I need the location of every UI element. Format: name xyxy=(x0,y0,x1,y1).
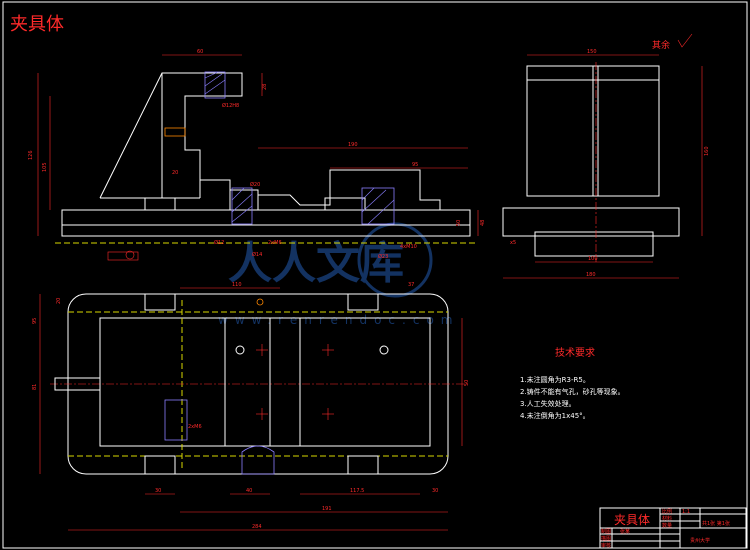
dim-front-105: 105 xyxy=(42,162,48,172)
dim-front-126: 126 xyxy=(28,150,34,160)
tech-item-3: 3.人工失效处理。 xyxy=(520,399,576,408)
front-base-plate xyxy=(61,209,471,237)
dim-front-28: 28 xyxy=(262,84,268,90)
side-view: 150 180 100 160 x5 xyxy=(502,49,710,279)
title-block-drawn-by: 张某 xyxy=(620,528,630,535)
title-block-qty-label: 数量 xyxy=(662,522,672,529)
technical-requirements: 技术要求 1.未注圆角为R3-R5。 2.铸件不能有气孔，砂孔等现象。 3.人工… xyxy=(520,346,625,420)
dim-side-160: 160 xyxy=(704,146,710,156)
watermark: 人人文库 www.renrendoc.com xyxy=(218,222,459,327)
dim-side-100: 100 xyxy=(588,256,598,262)
dim-front-phi12: Ø12 xyxy=(214,239,224,246)
tech-item-4: 4.未注倒角为1x45°。 xyxy=(520,411,590,420)
dim-top-110: 110 xyxy=(232,282,242,288)
dim-front-2m6: 2xM6 xyxy=(268,240,282,246)
dim-top-30: 30 xyxy=(155,488,161,494)
front-section-right xyxy=(361,187,395,225)
title-block-sheet: 共1张 第1张 xyxy=(702,520,730,527)
dim-top-50: 50 xyxy=(464,380,470,386)
dim-side-x5: x5 xyxy=(510,240,516,246)
dim-front-190: 190 xyxy=(348,142,358,148)
tech-heading: 技术要求 xyxy=(555,346,595,359)
dim-front-95: 95 xyxy=(412,162,418,168)
dim-top-95: 95 xyxy=(32,318,38,324)
front-section-top xyxy=(204,71,226,99)
dim-top-40: 40 xyxy=(246,488,252,494)
title-block-drawn-label: 制图 xyxy=(601,528,611,535)
tech-item-2: 2.铸件不能有气孔，砂孔等现象。 xyxy=(520,387,625,396)
dim-top-117-5: 117.5 xyxy=(350,488,364,494)
front-column xyxy=(99,72,243,199)
title-block-school: 贵州大学 xyxy=(690,537,710,544)
dim-front-48: 48 xyxy=(480,220,486,226)
title-block-check-label: 描图 xyxy=(601,535,611,542)
watermark-url: www.renrendoc.com xyxy=(218,313,459,327)
surface-note-text: 其余 xyxy=(652,39,670,51)
dim-top-284: 284 xyxy=(252,524,262,530)
dim-top-20: 20 xyxy=(56,298,62,304)
dim-top-2m6: 2xM6 xyxy=(188,424,202,430)
title-block-name: 夹具体 xyxy=(614,513,650,527)
front-section-left xyxy=(231,187,253,225)
dim-front-50: 50 xyxy=(456,220,462,226)
dim-front-phi12h8: Ø12H8 xyxy=(222,102,239,109)
dim-side-180: 180 xyxy=(586,272,596,278)
watermark-circle xyxy=(357,222,433,298)
side-base xyxy=(502,207,680,237)
title-block-audit-label: 审核 xyxy=(601,542,611,549)
dim-front-4m10: 4xM10 xyxy=(400,244,417,250)
surface-finish-note: 其余 xyxy=(652,33,693,51)
dim-front-60: 60 xyxy=(197,49,203,55)
watermark-text: 人人文库 xyxy=(228,238,404,289)
front-v-block xyxy=(258,169,441,210)
dim-top-191: 191 xyxy=(322,506,332,512)
dim-front-phi23: Ø23 xyxy=(378,253,388,260)
dim-top-37: 37 xyxy=(408,282,414,288)
title-block-material-label: 材料 xyxy=(662,515,672,522)
tech-item-1: 1.未注圆角为R3-R5。 xyxy=(520,375,590,384)
top-view: 110 37 95 81 20 50 30 40 117.5 30 191 28… xyxy=(32,282,470,531)
dim-side-150: 150 xyxy=(587,49,597,55)
title-block: 夹具体 比例 1:1 材料 数量 共1张 第1张 制图 张某 描图 审核 贵州大… xyxy=(599,507,747,549)
front-view: 60 190 95 126 105 20 28 48 50 Ø12H8 Ø12 … xyxy=(28,49,486,261)
drawing-title: 夹具体 xyxy=(10,14,64,35)
title-block-ratio: 1:1 xyxy=(682,509,690,515)
dim-top-30b: 30 xyxy=(432,488,438,494)
title-block-ratio-label: 比例 xyxy=(662,508,672,515)
dim-front-20: 20 xyxy=(172,170,178,176)
surface-finish-icon xyxy=(677,33,693,48)
top-section-bottom xyxy=(241,445,275,475)
dim-front-phi14: Ø14 xyxy=(252,251,262,258)
dim-front-phi20: Ø20 xyxy=(250,181,260,188)
dim-top-81: 81 xyxy=(32,384,38,390)
